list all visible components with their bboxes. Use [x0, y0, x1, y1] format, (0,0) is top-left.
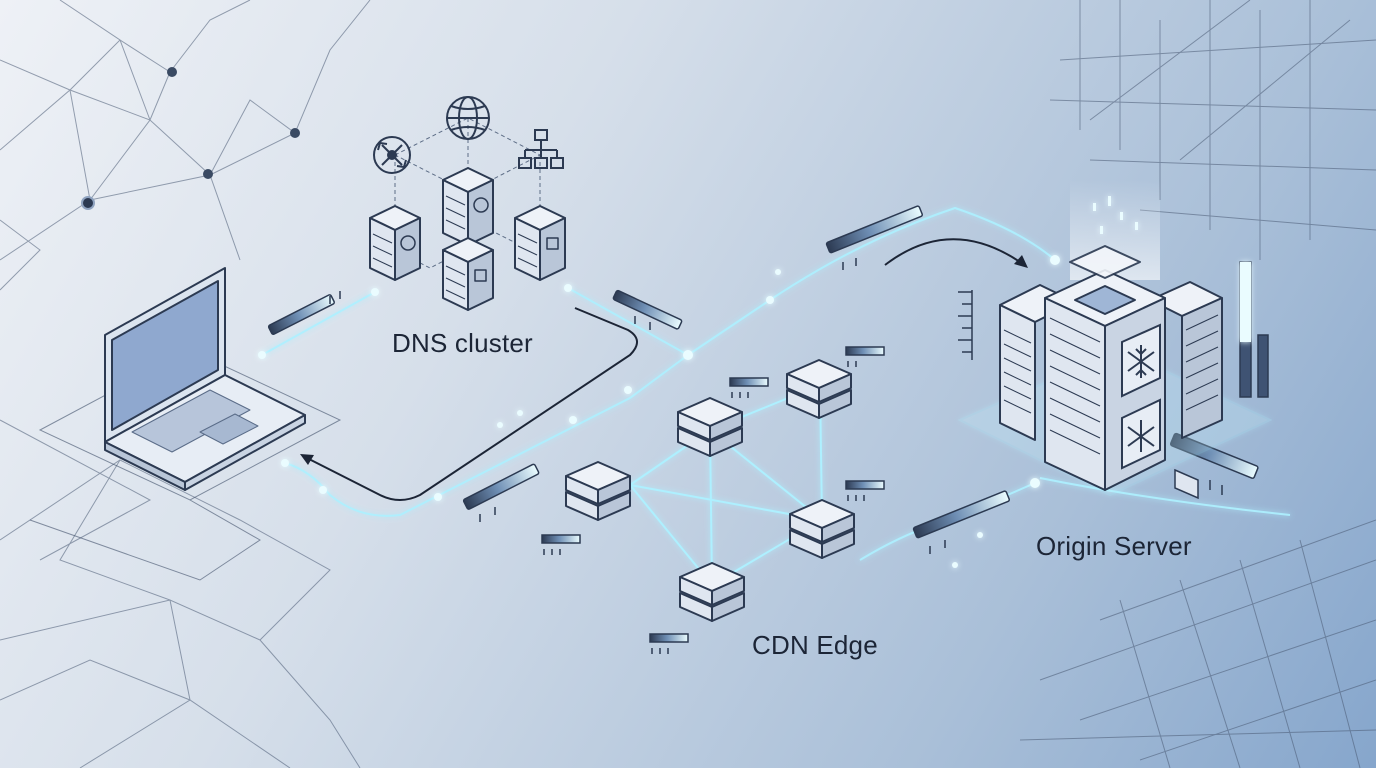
signal-bars [267, 205, 1259, 539]
flow-arrows [300, 238, 1028, 501]
cdn-node-2 [786, 359, 852, 419]
origin-server-icon [999, 245, 1223, 491]
load-balancer-icon [373, 136, 411, 174]
cdn-node-4 [789, 499, 855, 559]
origin-server-label: Origin Server [1036, 531, 1192, 561]
hierarchy-icon [518, 129, 564, 169]
origin-ruler [958, 290, 973, 360]
cdn-node-3 [565, 461, 631, 521]
snowflake-icon [1121, 323, 1161, 398]
dns-server-left [369, 205, 421, 281]
dns-server-right [514, 205, 566, 281]
dns-server-top [442, 167, 494, 246]
cdn-status-chips [541, 346, 885, 654]
laptop-icon [104, 267, 306, 491]
cdn-edge-label: CDN Edge [752, 630, 878, 660]
cdn-node-1 [677, 397, 743, 457]
origin-level-bars [1239, 261, 1269, 398]
tick-marks [329, 258, 946, 554]
globe-icon [446, 96, 490, 140]
origin-glow-particles [1093, 196, 1138, 234]
origin-side-chip [1174, 468, 1223, 500]
snowflake-icon [1121, 398, 1161, 470]
mesh-nodes [81, 67, 300, 210]
dns-server-bottom [442, 237, 494, 311]
cdn-node-5 [679, 562, 745, 622]
dns-cluster-label: DNS cluster [392, 328, 533, 358]
glow-nodes [258, 255, 1060, 568]
origin-rack-slots [1003, 314, 1219, 455]
